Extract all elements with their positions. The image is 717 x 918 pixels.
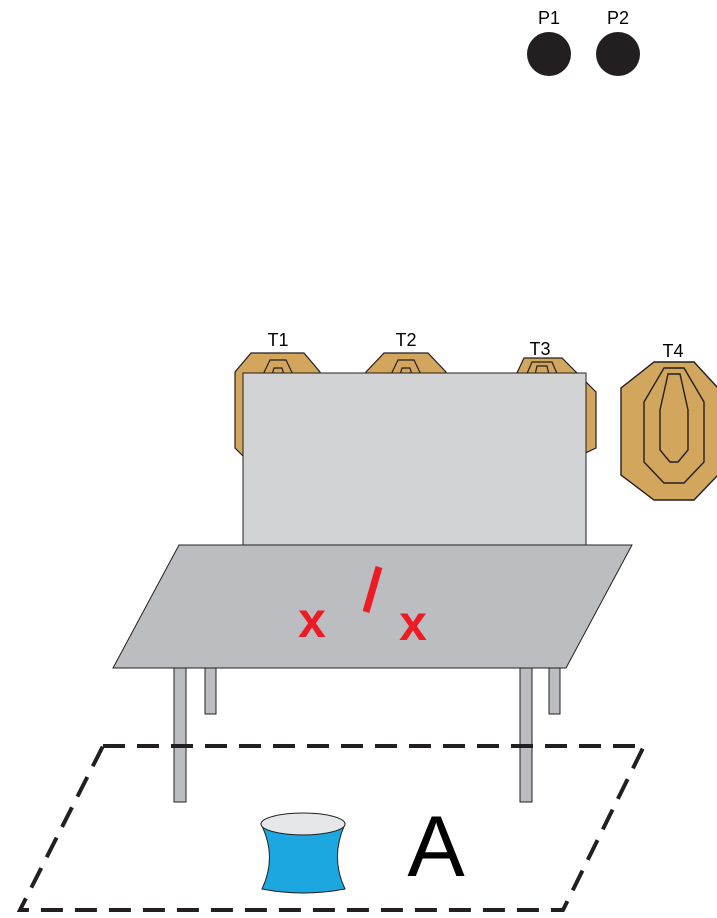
shooting-area-boundary — [16, 744, 648, 912]
bucket-rim — [260, 812, 346, 836]
table-mark-left-x: x — [298, 592, 326, 648]
bucket — [260, 812, 346, 894]
target-t2-label: T2 — [395, 330, 416, 350]
table-top — [112, 544, 633, 669]
popper-p2-label: P2 — [607, 8, 629, 28]
shooting-area-label: A — [407, 799, 465, 895]
popper-p2: P2 — [596, 8, 640, 76]
table-leg-front-right — [519, 667, 533, 803]
table-leg-back-left — [204, 667, 217, 715]
target-t1-label: T1 — [267, 330, 288, 350]
popper-p1-disc — [527, 32, 571, 76]
table-mark-right-x: x — [399, 595, 427, 651]
popper-p2-disc — [596, 32, 640, 76]
target-t4-body — [620, 361, 717, 501]
target-t4-a-zone — [659, 373, 689, 463]
popper-p1-label: P1 — [538, 8, 560, 28]
popper-p1: P1 — [527, 8, 571, 76]
target-t4-label: T4 — [662, 341, 683, 361]
table-leg-back-right — [548, 667, 561, 715]
table-leg-front-left — [173, 667, 187, 803]
target-t4: T4 — [620, 341, 717, 501]
barricade-wall — [242, 372, 587, 547]
bucket-body — [260, 823, 346, 894]
table-mark-slash — [362, 566, 383, 613]
target-t3-label: T3 — [529, 339, 550, 359]
target-t4-c-zone — [643, 367, 705, 484]
